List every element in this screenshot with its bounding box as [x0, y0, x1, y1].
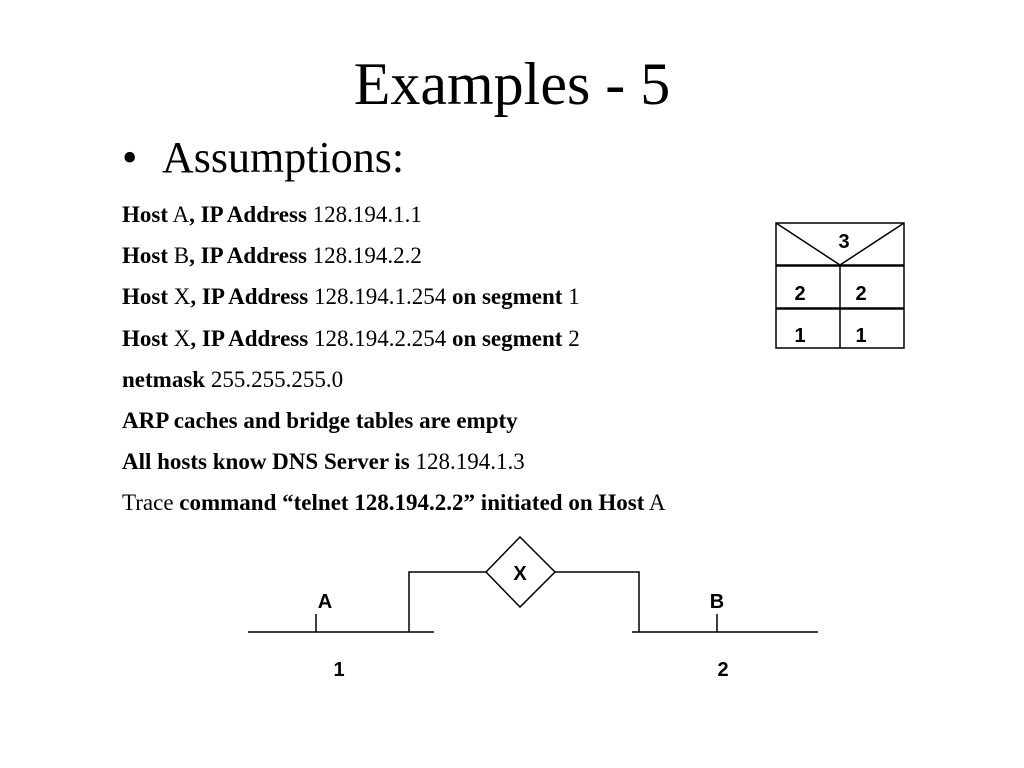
assumption-text: All hosts know DNS Server is	[122, 449, 410, 475]
bullet-dot: •	[122, 133, 138, 182]
assumption-text: , IP Address	[189, 243, 307, 269]
segment-1-label: 1	[333, 659, 344, 681]
assumption-text: A	[644, 490, 666, 516]
assumption-text: Host	[122, 325, 168, 351]
assumption-text: 255.255.255.0	[205, 366, 344, 392]
assumption-text: on segment	[446, 325, 563, 351]
assumption-line: ARP caches and bridge tables are empty	[122, 400, 665, 441]
interface-table-header-label: 3	[838, 231, 849, 253]
slide-title: Examples - 5	[353, 51, 671, 117]
interface-table-cell: 2	[794, 283, 805, 305]
assumption-text: command “telnet 128.194.2.2” initiated o…	[173, 490, 645, 516]
host-a-label: A	[318, 591, 332, 613]
assumption-line: Host X, IP Address 128.194.1.254 on segm…	[122, 276, 665, 317]
assumption-text: Host	[122, 243, 168, 269]
assumption-text: 128.194.2.254	[308, 325, 447, 351]
router-x-diamond	[484, 535, 557, 609]
interface-table-cell: 1	[794, 325, 805, 347]
assumption-line: Trace command “telnet 128.194.2.2” initi…	[122, 482, 665, 523]
interface-table-cell: 1	[855, 325, 866, 347]
segment-2-label: 2	[717, 659, 728, 681]
assumption-text: , IP Address	[190, 325, 309, 351]
assumption-text: X	[168, 284, 191, 310]
assumptions-heading-text: Assumptions:	[162, 133, 405, 182]
assumption-text: Host	[122, 284, 168, 310]
assumption-text: Trace	[122, 490, 174, 516]
assumption-text: 128.194.2.2	[306, 243, 422, 269]
assumption-text: on segment	[446, 284, 563, 310]
assumption-line: All hosts know DNS Server is 128.194.1.3	[122, 441, 665, 482]
assumption-text: 128.194.1.3	[409, 449, 525, 475]
router-link-segment-1	[408, 571, 486, 632]
assumption-text: 128.194.1.1	[306, 202, 422, 227]
host-b-label: B	[710, 591, 724, 613]
assumption-text: , IP Address	[189, 202, 307, 227]
assumption-line: Host X, IP Address 128.194.2.254 on segm…	[122, 318, 665, 359]
interface-table-cell: 2	[855, 283, 866, 305]
assumption-line: Host B, IP Address 128.194.2.2	[122, 235, 665, 276]
assumption-text: netmask	[122, 366, 206, 392]
assumption-text: A	[168, 202, 190, 227]
assumption-text: 1	[562, 284, 580, 310]
assumption-text: Host	[122, 202, 168, 227]
assumptions-heading: • Assumptions:	[122, 131, 404, 185]
interface-table-row-box	[775, 265, 905, 309]
assumption-text: ARP caches and bridge tables are empty	[122, 407, 518, 433]
assumption-text: B	[168, 243, 190, 269]
router-link-segment-2	[555, 571, 640, 632]
assumption-text: 128.194.1.254	[308, 284, 447, 310]
assumption-line: Host A, IP Address 128.194.1.1	[122, 194, 665, 235]
interface-table-header-box	[775, 222, 905, 266]
interface-table	[775, 222, 905, 349]
interface-table-header-chevron	[775, 222, 905, 266]
assumption-text: X	[168, 325, 191, 351]
assumption-line: netmask 255.255.255.0	[122, 359, 665, 400]
router-x-label: X	[513, 563, 527, 585]
interface-table-row-box	[775, 308, 905, 349]
assumption-text: 2	[562, 325, 580, 351]
assumption-text: , IP Address	[190, 284, 309, 310]
